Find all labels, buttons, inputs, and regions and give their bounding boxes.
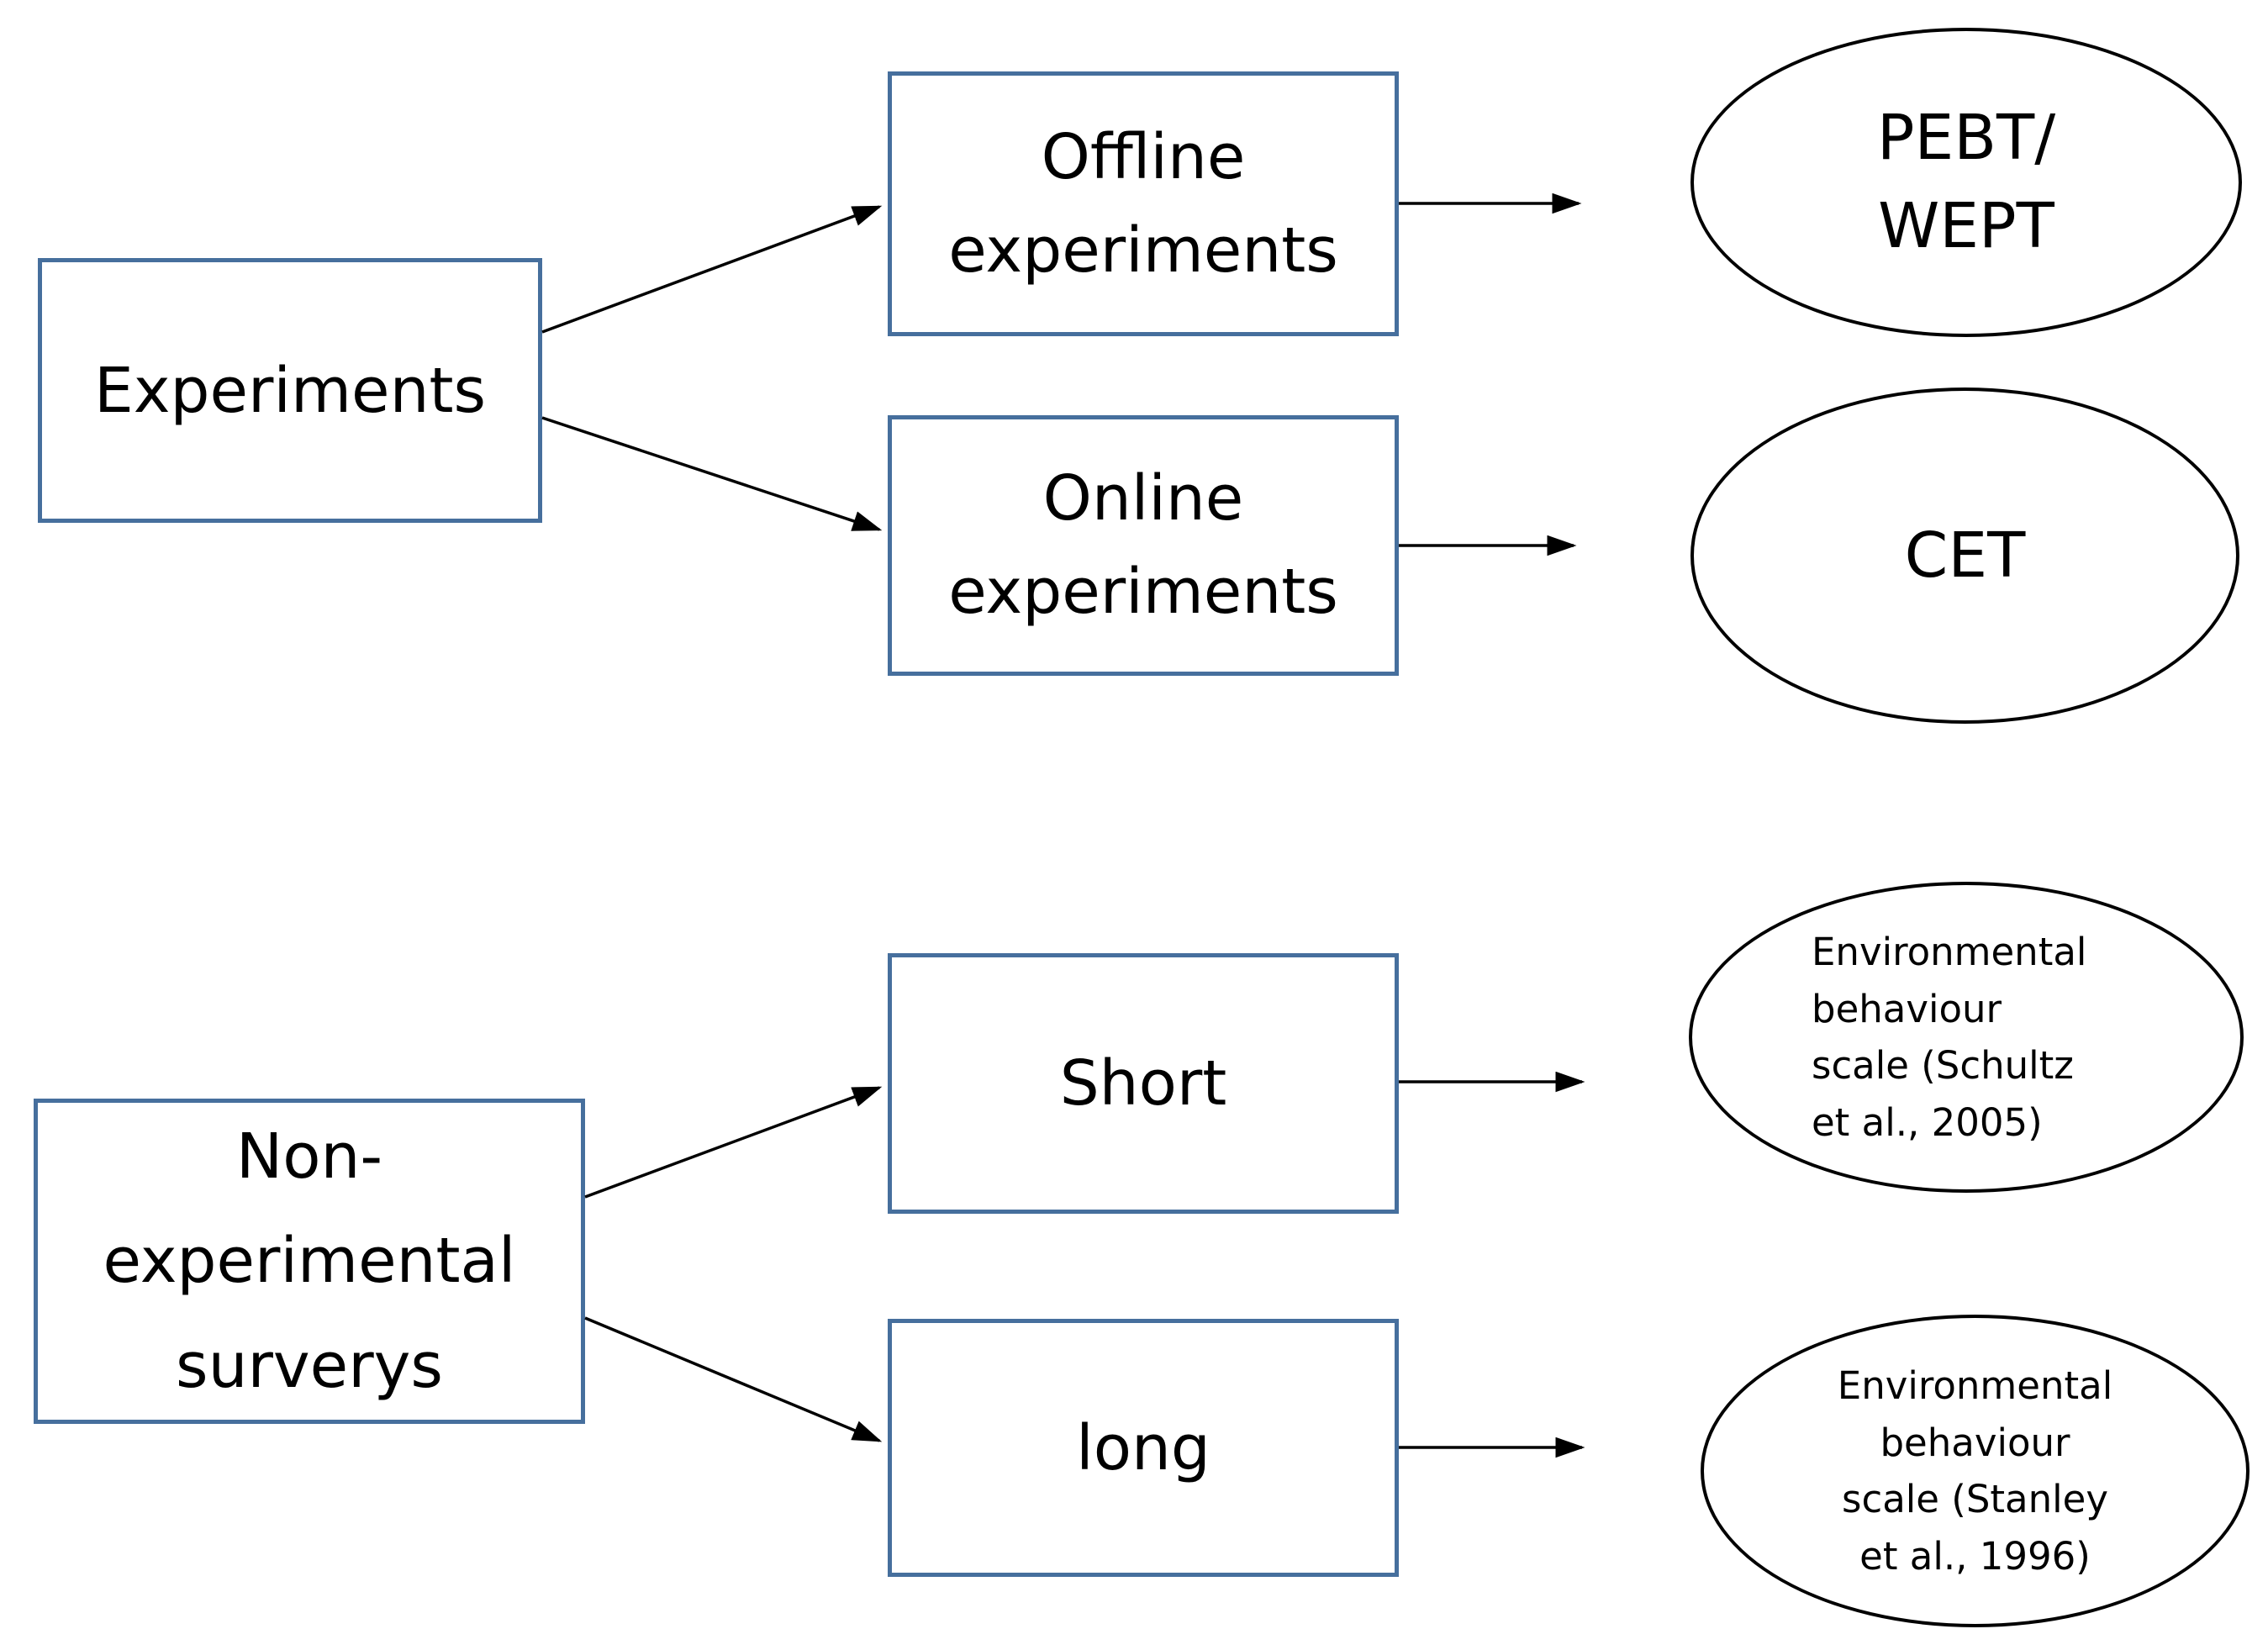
node-pebt-wept: PEBT/ WEPT <box>1690 28 2242 337</box>
node-pebt-wept-line-1: PEBT/ <box>1876 101 2056 174</box>
node-stanley-scale-line-2: behaviour <box>1880 1420 2070 1465</box>
node-stanley-scale: Environmental behaviour scale (Stanley e… <box>1701 1315 2250 1627</box>
arrow-experiments-to-offline <box>541 205 883 334</box>
node-stanley-scale-line-4: et al., 1996) <box>1859 1533 2091 1579</box>
node-experiments-label: Experiments <box>93 354 487 427</box>
node-online-experiments-line-1: Online <box>1042 462 1244 535</box>
node-non-experimental-surveys-line-1: Non- <box>235 1120 383 1194</box>
node-schultz-scale-line-3: scale (Schultz <box>1812 1043 2074 1088</box>
node-online-experiments-line-2: experiments <box>948 556 1338 628</box>
node-experiments: Experiments <box>38 258 542 523</box>
node-cet-label: CET <box>1904 519 2026 592</box>
node-offline-experiments: Offline experiments <box>888 71 1399 336</box>
node-cet: CET <box>1690 387 2239 724</box>
node-schultz-scale-line-4: et al., 2005) <box>1812 1099 2043 1145</box>
arrow-nonexp-to-short <box>584 1086 883 1199</box>
node-short-label: Short <box>1059 1047 1227 1120</box>
node-non-experimental-surveys-line-2: experimental <box>103 1225 516 1298</box>
node-long: long <box>888 1319 1399 1577</box>
node-non-experimental-surveys-line-3: surverys <box>176 1329 443 1402</box>
node-long-label: long <box>1076 1411 1210 1484</box>
arrow-experiments-to-online <box>541 416 883 531</box>
node-online-experiments: Online experiments <box>888 415 1399 676</box>
arrow-nonexp-to-long <box>584 1316 883 1442</box>
node-schultz-scale: Environmental behaviour scale (Schultz e… <box>1689 882 2244 1193</box>
node-schultz-scale-line-2: behaviour <box>1812 986 2002 1031</box>
node-offline-experiments-line-1: Offline <box>1041 120 1246 193</box>
node-non-experimental-surveys: Non- experimental surverys <box>34 1099 585 1424</box>
node-offline-experiments-line-2: experiments <box>948 213 1338 287</box>
node-stanley-scale-line-3: scale (Stanley <box>1842 1477 2108 1521</box>
node-short: Short <box>888 953 1399 1214</box>
node-pebt-wept-line-2: WEPT <box>1878 190 2054 262</box>
node-stanley-scale-line-1: Environmental <box>1837 1363 2113 1408</box>
node-schultz-scale-line-1: Environmental <box>1812 930 2087 974</box>
